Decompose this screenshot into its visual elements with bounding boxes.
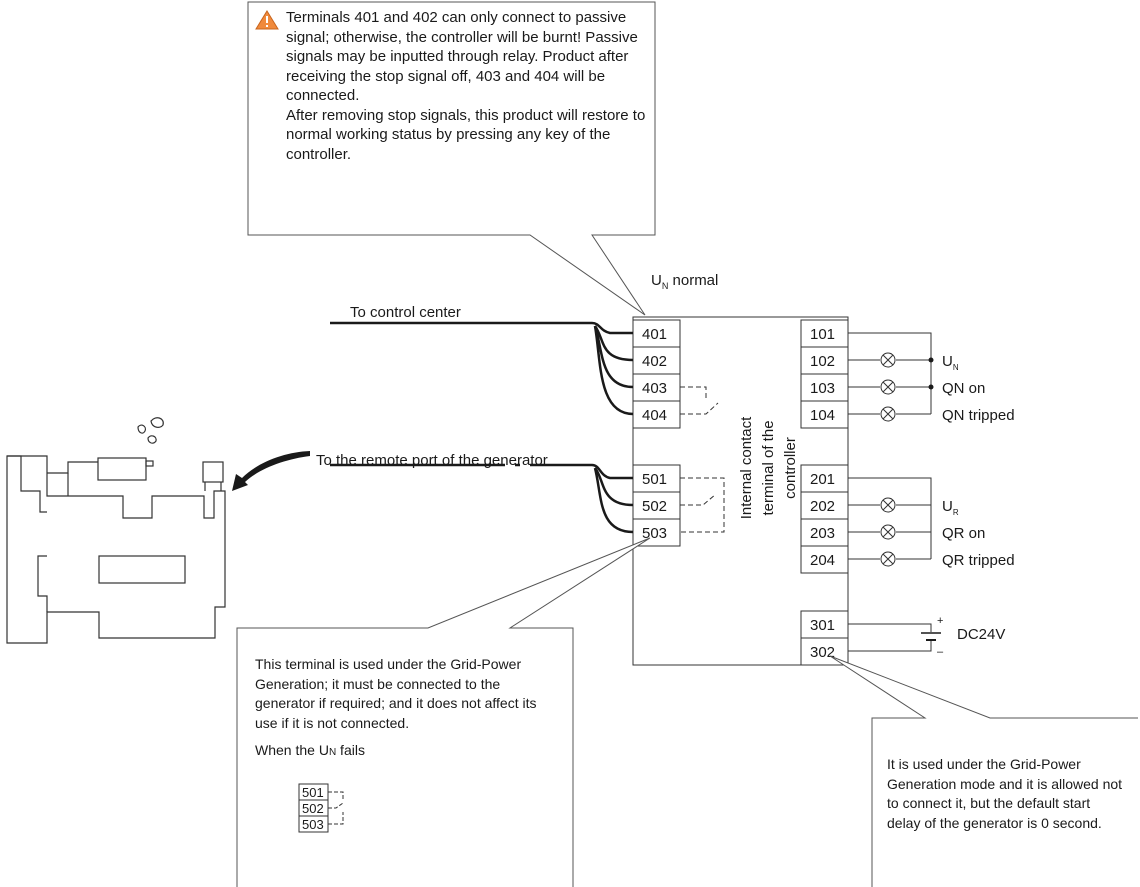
ur-output-label: UR	[942, 498, 959, 517]
right-terminal-202: 202	[800, 491, 849, 520]
warning-triangle-icon	[255, 10, 279, 30]
mini-contact	[328, 791, 344, 825]
right-terminal-104: 104	[800, 400, 849, 429]
svg-text:202: 202	[810, 498, 835, 515]
output-wiring-group1	[848, 332, 932, 415]
un-fails-label: When the UN fails	[255, 742, 365, 758]
controller-label-3: controller	[782, 437, 799, 499]
svg-text:503: 503	[302, 817, 324, 832]
warning-callout	[247, 1, 656, 316]
right-terminal-204: 204	[800, 545, 849, 574]
lamp-icon	[880, 551, 896, 567]
mini-terminal-503: 503	[298, 815, 329, 833]
warning-note-text: Terminals 401 and 402 can only connect t…	[286, 9, 646, 163]
right-terminal-203: 203	[800, 518, 849, 547]
svg-text:401: 401	[642, 326, 667, 343]
svg-text:502: 502	[642, 498, 667, 515]
svg-text:203: 203	[810, 525, 835, 542]
svg-text:301: 301	[810, 617, 835, 634]
lamp-icon	[880, 524, 896, 540]
power-note-callout	[829, 655, 1138, 887]
terminal-note-callout	[236, 537, 651, 887]
svg-text:501: 501	[302, 785, 324, 800]
junction-dot	[928, 357, 934, 363]
lamp-icon	[880, 379, 896, 395]
svg-text:402: 402	[642, 353, 667, 370]
svg-text:403: 403	[642, 380, 667, 397]
svg-text:204: 204	[810, 552, 835, 569]
mini-terminal-501: 501	[298, 783, 329, 801]
lamp-icon	[880, 352, 896, 368]
right-terminal-101: 101	[800, 319, 849, 348]
qn-on-label: QN on	[942, 380, 985, 397]
svg-text:104: 104	[810, 407, 835, 424]
junction-dot	[928, 384, 934, 390]
terminal-note-text: This terminal is used under the Grid-Pow…	[255, 655, 555, 763]
control-center-wire	[330, 321, 634, 416]
svg-text:201: 201	[810, 471, 835, 488]
svg-text:501: 501	[642, 471, 667, 488]
battery-icon	[921, 632, 941, 641]
qr-on-label: QR on	[942, 525, 985, 542]
un-output-label: UN	[942, 353, 959, 372]
qn-tripped-label: QN tripped	[942, 407, 1015, 424]
left-terminal-403: 403	[632, 373, 681, 402]
right-terminal-201: 201	[800, 464, 849, 493]
controller-label-2: terminal of the	[760, 420, 777, 515]
left-terminal-404: 404	[632, 400, 681, 429]
dc-power-wiring	[848, 623, 932, 652]
right-terminal-302: 302	[800, 637, 849, 666]
right-terminal-102: 102	[800, 346, 849, 375]
controller-label-1: Internal contact	[738, 416, 755, 519]
output-wiring-group2	[848, 477, 932, 560]
right-terminal-301: 301	[800, 610, 849, 639]
svg-text:503: 503	[642, 525, 667, 542]
svg-text:103: 103	[810, 380, 835, 397]
minus-sign: –	[937, 646, 944, 658]
svg-text:502: 502	[302, 801, 324, 816]
dc24v-label: DC24V	[957, 626, 1005, 643]
lamp-icon	[880, 406, 896, 422]
svg-text:101: 101	[810, 326, 835, 343]
left-terminal-402: 402	[632, 346, 681, 375]
power-note-text: It is used under the Grid-Power Generati…	[887, 756, 1123, 831]
left-terminal-502: 502	[632, 491, 681, 520]
right-terminal-103: 103	[800, 373, 849, 402]
internal-contact-403-404	[680, 386, 719, 415]
svg-text:102: 102	[810, 353, 835, 370]
un-normal-label: UN normal	[651, 272, 718, 291]
svg-text:404: 404	[642, 407, 667, 424]
left-terminal-501: 501	[632, 464, 681, 493]
internal-contact-501-503	[680, 477, 725, 533]
control-center-label: To control center	[350, 304, 461, 321]
generator-label: To the remote port of the generator	[316, 452, 548, 469]
lamp-icon	[880, 497, 896, 513]
generator-drawing	[6, 417, 226, 644]
mini-terminal-502: 502	[298, 799, 329, 817]
qr-tripped-label: QR tripped	[942, 552, 1015, 569]
plus-sign: +	[937, 615, 943, 627]
svg-text:302: 302	[810, 644, 835, 661]
left-terminal-401: 401	[632, 319, 681, 348]
generator-wire	[330, 463, 634, 534]
generator-arrow	[232, 451, 310, 491]
